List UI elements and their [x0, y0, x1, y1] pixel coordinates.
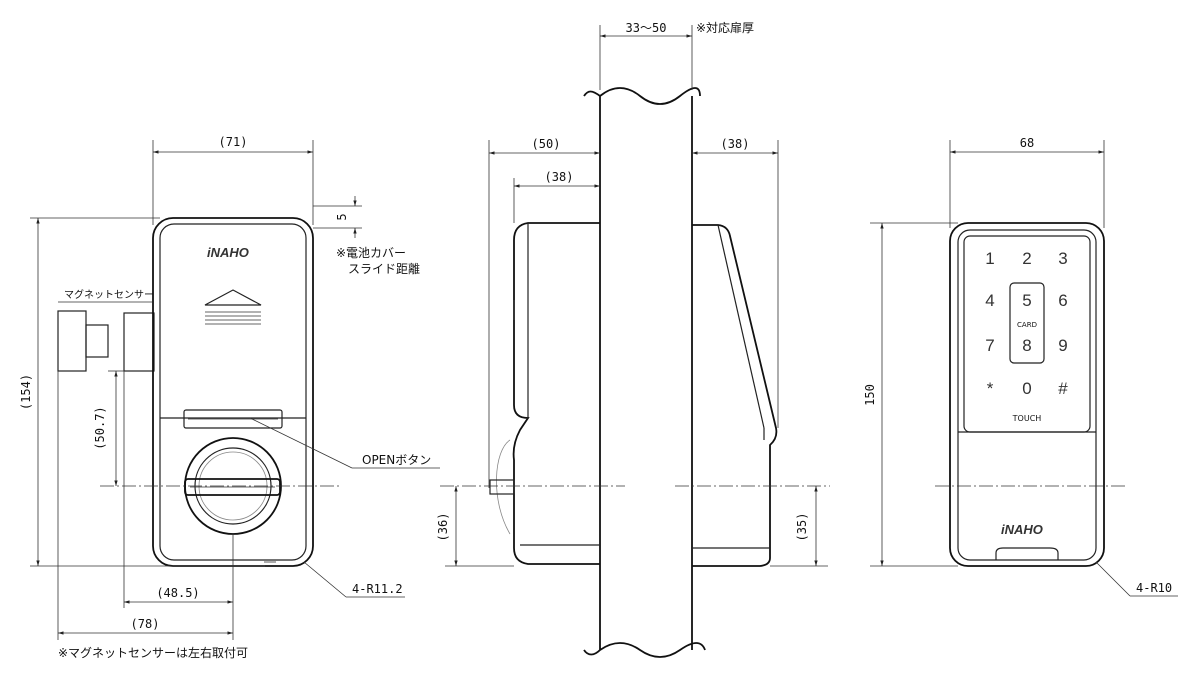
- dim-side-right-h: (35): [795, 513, 809, 542]
- keypad-dimensions: 68 150 4-R10: [863, 136, 1178, 597]
- key-5: 5: [1022, 291, 1031, 310]
- key-7: 7: [985, 336, 994, 355]
- touch-label: TOUCH: [1012, 414, 1042, 423]
- key-2: 2: [1022, 249, 1031, 268]
- label-magnet-sensor: マグネットセンサー: [64, 288, 154, 301]
- front-brand-logo: iNAHO: [207, 245, 249, 260]
- dim-side-outer: (50): [532, 137, 561, 151]
- dim-side-inner: (38): [545, 170, 574, 184]
- note-sensor: ※マグネットセンサーは左右取付可: [58, 645, 248, 660]
- key-3: 3: [1058, 249, 1067, 268]
- front-body-inner: [159, 223, 307, 561]
- front-dimensions: (71) (154) 5 ※電池カバー スライド距離 マグネットセンサー (50…: [19, 135, 440, 660]
- door-section: [583, 87, 706, 658]
- dim-side-left-h: (36): [436, 513, 450, 542]
- front-body-outer: [152, 217, 314, 567]
- dim-sensor-height: (50.7): [93, 406, 107, 449]
- dim-door-thickness: 33～50: [626, 21, 667, 35]
- dim-slide: 5: [335, 213, 349, 220]
- note-battery-1: ※電池カバー: [336, 246, 406, 260]
- note-door: ※対応扉厚: [696, 21, 754, 35]
- dim-keypad-height: 150: [863, 384, 877, 406]
- keypad-body-inner: [957, 229, 1097, 561]
- keypad-keys: 1 2 3 4 5 6 7 8 9 * 0 #: [985, 249, 1068, 398]
- side-inner-unit: [692, 224, 778, 567]
- magnet-sensor-stem: [85, 324, 109, 358]
- key-1: 1: [985, 249, 994, 268]
- keypad-bottom-notch: [995, 547, 1059, 560]
- card-label: CARD: [1017, 321, 1037, 329]
- label-open-button: OPENボタン: [362, 453, 431, 467]
- open-button: [183, 409, 283, 429]
- dim-total-width: (78): [131, 617, 160, 631]
- keypad-body-outer: [949, 222, 1105, 567]
- keypad-view: CARD 1 2 3 4 5 6 7 8 9 * 0 # TOUCH iNAHO: [935, 222, 1128, 567]
- dim-keypad-width: 68: [1020, 136, 1034, 150]
- note-battery-2: スライド距離: [348, 262, 420, 276]
- magnet-sensor-catch: [123, 312, 155, 372]
- side-view: [440, 87, 830, 658]
- dim-front-corner: 4-R11.2: [352, 582, 403, 596]
- slide-arrow-icon: [204, 289, 262, 306]
- key-8: 8: [1022, 336, 1031, 355]
- front-view: iNAHO: [57, 217, 314, 567]
- dim-inner-unit: (38): [721, 137, 750, 151]
- side-dimensions: 33～50 ※対応扉厚 (50) (38) (38) (36) (35): [436, 21, 828, 567]
- thumbturn-handle: [184, 478, 281, 496]
- key-hash: #: [1058, 379, 1068, 398]
- keypad-brand-logo: iNAHO: [1001, 522, 1043, 537]
- dim-sensor-offset: (48.5): [156, 586, 199, 600]
- magnet-sensor-block: [57, 310, 87, 372]
- key-6: 6: [1058, 291, 1067, 310]
- dim-front-height: (154): [19, 374, 33, 410]
- dim-front-width: (71): [219, 135, 248, 149]
- side-knob: [489, 479, 515, 495]
- dim-keypad-corner: 4-R10: [1136, 581, 1172, 595]
- key-9: 9: [1058, 336, 1067, 355]
- side-outer-unit: [512, 222, 600, 565]
- key-4: 4: [985, 291, 994, 310]
- card-reader-area: [1009, 282, 1045, 364]
- key-0: 0: [1022, 379, 1031, 398]
- key-star: *: [987, 379, 994, 398]
